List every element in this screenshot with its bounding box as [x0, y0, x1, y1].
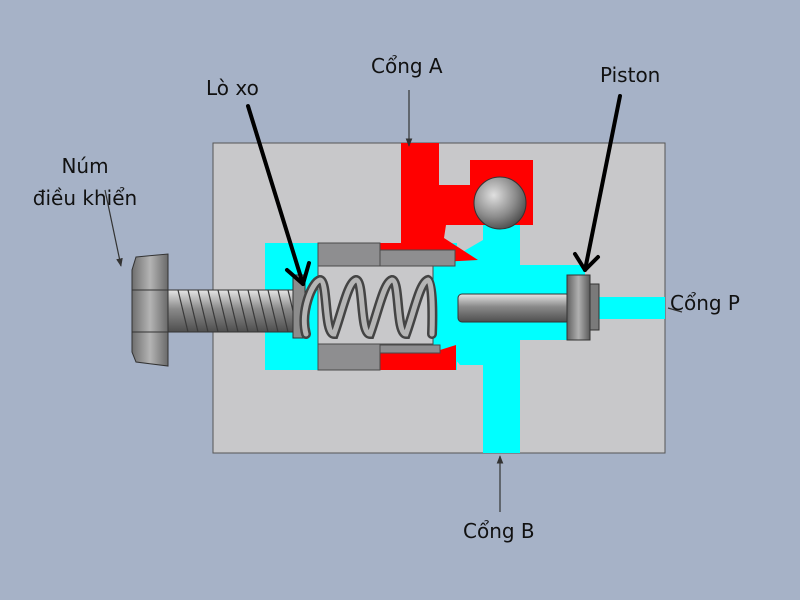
port-p-leader — [667, 307, 683, 313]
port-a-label: Cổng A — [371, 54, 443, 78]
spring-leader — [246, 104, 311, 286]
adjusting-bolt — [131, 253, 305, 367]
knob-label-line2: điều khiển — [32, 186, 138, 210]
piston — [457, 274, 600, 341]
port-p-label: Cổng P — [670, 291, 740, 315]
knob-label: Núm điều khiển — [10, 150, 160, 214]
check-ball — [473, 176, 527, 230]
piston-label: Piston — [600, 63, 661, 87]
knob-leader — [104, 189, 123, 267]
spring-label: Lò xo — [206, 76, 259, 100]
spring-coil — [299, 274, 438, 340]
piston-leader — [573, 94, 622, 272]
knob-label-line1: Núm — [61, 154, 109, 178]
port-a-fluid — [380, 143, 533, 370]
port-b-label: Cổng B — [463, 519, 535, 543]
